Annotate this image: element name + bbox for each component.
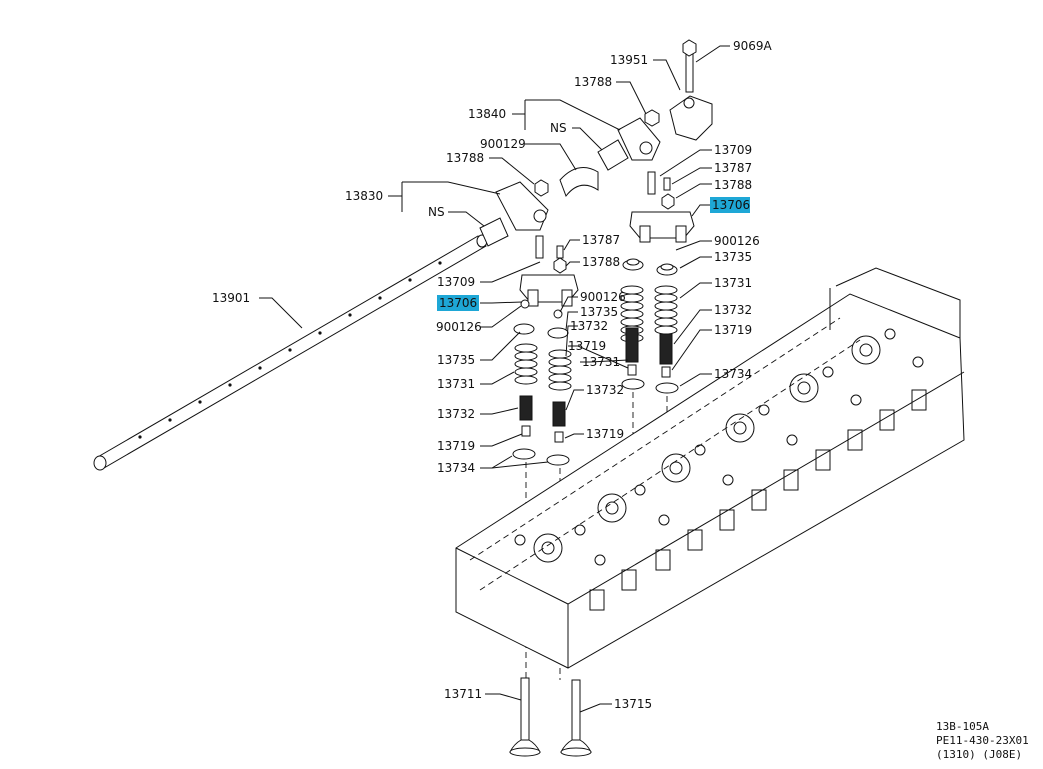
label-ns-top: NS: [550, 121, 567, 135]
label-13731-left: 13731: [437, 377, 475, 391]
label-13951: 13951: [610, 53, 648, 67]
valves: [509, 677, 592, 757]
label-13787-right: 13787: [714, 161, 752, 175]
label-900126-mid: 900126: [580, 290, 626, 304]
label-13840: 13840: [468, 107, 506, 121]
leader-lines: [259, 45, 730, 713]
label-13709-right: 13709: [714, 143, 752, 157]
label-13732-right: 13732: [714, 303, 752, 317]
footer-code-2: PE11-430-23X01: [936, 734, 1029, 747]
label-13787-left: 13787: [582, 233, 620, 247]
rocker-arm-right: [559, 109, 661, 198]
label-900126-right: 900126: [714, 234, 760, 248]
label-900129: 900129: [480, 137, 526, 151]
label-13901: 13901: [212, 291, 250, 305]
footer-code-1: 13B-105A: [936, 720, 989, 733]
label-13732-mid: 13732: [570, 319, 608, 333]
label-13719-lower: 13719: [586, 427, 624, 441]
label-900126-left: 900126: [436, 320, 482, 334]
label-13735-right: 13735: [714, 250, 752, 264]
label-13734-right: 13734: [714, 367, 752, 381]
rocker-arm-left: [479, 179, 549, 247]
drawing-reference: 13B-105A PE11-430-23X01 (1310) (J08E): [936, 720, 1029, 761]
valve-assemblies: [512, 258, 679, 466]
label-13732-left: 13732: [437, 407, 475, 421]
label-13719-right: 13719: [714, 323, 752, 337]
adjusting-screws: [535, 171, 675, 274]
label-13731-mid: 13731: [582, 355, 620, 369]
label-13711: 13711: [444, 687, 482, 701]
footer-code-3: (1310) (J08E): [936, 748, 1022, 761]
highlight-13706-right: [710, 197, 750, 213]
part-labels: 9069A 13951 13788 13840 NS 900129 13788 …: [212, 39, 773, 711]
label-13735-mid: 13735: [580, 305, 618, 319]
label-13732-lower: 13732: [586, 383, 624, 397]
label-13709-left: 13709: [437, 275, 475, 289]
rocker-support: [669, 39, 713, 141]
label-13788-left: 13788: [582, 255, 620, 269]
label-13830: 13830: [345, 189, 383, 203]
label-9069A: 9069A: [733, 39, 773, 53]
label-13735-left: 13735: [437, 353, 475, 367]
label-13719-mid: 13719: [568, 339, 606, 353]
label-13734-left: 13734: [437, 461, 475, 475]
label-13715: 13715: [614, 697, 652, 711]
label-13731-right: 13731: [714, 276, 752, 290]
highlight-13706-left: [437, 295, 479, 311]
label-13706-left: 13706: [439, 296, 477, 310]
label-13788-right: 13788: [714, 178, 752, 192]
label-13788-mid: 13788: [446, 151, 484, 165]
label-13719-left: 13719: [437, 439, 475, 453]
label-ns-left: NS: [428, 205, 445, 219]
rocker-shaft: [93, 234, 488, 471]
label-13788-top: 13788: [574, 75, 612, 89]
cylinder-head: [455, 267, 965, 669]
label-13706-right: 13706: [712, 198, 750, 212]
